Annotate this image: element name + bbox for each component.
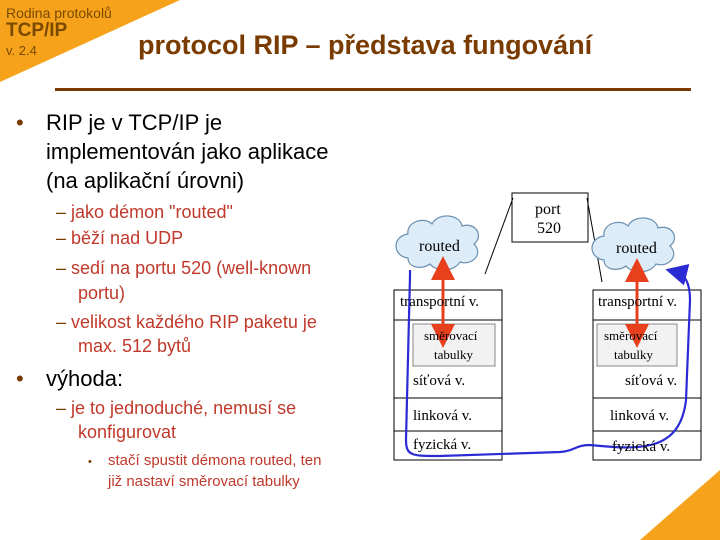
right-protocol-stack — [592, 289, 702, 461]
rip-message-path — [404, 264, 692, 458]
series-label: Rodina protokolů — [6, 5, 112, 21]
sub-bullet-continuation: portu) — [78, 283, 126, 303]
bullet-text-line: výhoda: — [46, 366, 124, 391]
sub-sub-bullet: • stačí spustit démona routed, ten — [88, 452, 322, 469]
title-divider — [55, 88, 691, 91]
right-routing-table-label-line2: tabulky — [614, 347, 653, 362]
sub-bullet: – je to jednoduché, nemusí se — [56, 398, 297, 418]
bullet-text-line: implementován jako aplikace — [46, 139, 329, 164]
page-title: protocol RIP – představa fungování — [138, 30, 593, 60]
sub-bullet: – velikost každého RIP paketu je — [56, 312, 317, 332]
right-physical-layer: fyzická v. — [612, 439, 671, 455]
sub-bullet-text: sedí na portu 520 (well-known — [71, 258, 312, 278]
left-cloud-label: routed — [419, 238, 460, 255]
sub-bullet-continuation: konfigurovat — [78, 422, 177, 442]
bullet-text-line: RIP je v TCP/IP je — [46, 110, 223, 135]
bullet-text-line: (na aplikační úrovni) — [46, 168, 245, 193]
sub-bullet-text: je to jednoduché, nemusí se — [71, 398, 297, 418]
left-transport-layer: transportní v. — [400, 294, 480, 310]
port-callout-line-left — [484, 197, 514, 275]
bullet-dot: • — [16, 366, 24, 391]
left-physical-layer: fyzická v. — [413, 437, 472, 453]
bullet-item: • výhoda: — [16, 364, 123, 393]
right-link-layer: linková v. — [610, 408, 670, 424]
sub-bullet-text: běží nad UDP — [71, 228, 184, 248]
port-callout-box — [511, 192, 589, 243]
sub-bullet: – jako démon "routed" — [56, 202, 233, 222]
sub-sub-bullet-text: stačí spustit démona routed, ten — [108, 452, 322, 469]
sub-bullet-text: velikost každého RIP paketu je — [71, 312, 317, 332]
right-transport-layer: transportní v. — [598, 294, 678, 310]
left-network-layer: síťová v. — [413, 373, 466, 389]
left-protocol-stack — [393, 289, 503, 461]
sub-sub-bullet-continuation: již nastaví směrovací tabulky — [108, 473, 300, 490]
version-label: v. 2.4 — [6, 43, 37, 58]
corner-decoration-bottom — [640, 470, 720, 540]
left-link-layer: linková v. — [413, 408, 473, 424]
right-cloud-label: routed — [616, 240, 657, 257]
port-label-line2: 520 — [537, 220, 561, 237]
sub-bullet: – běží nad UDP — [56, 228, 184, 248]
bullet-dot: • — [16, 110, 24, 135]
sub-bullet-text: jako démon "routed" — [71, 202, 233, 222]
protocol-label: TCP/IP — [6, 20, 68, 41]
right-routing-table-label-line1: směrovací — [604, 328, 658, 343]
port-label-line1: port — [535, 201, 561, 218]
sub-bullet: – sedí na portu 520 (well-known — [56, 258, 312, 278]
right-network-layer: síťová v. — [625, 373, 678, 389]
left-routing-table-label-line2: tabulky — [434, 347, 473, 362]
sub-bullet-continuation: max. 512 bytů — [78, 336, 192, 356]
left-routing-table-label-line1: směrovací — [424, 328, 478, 343]
